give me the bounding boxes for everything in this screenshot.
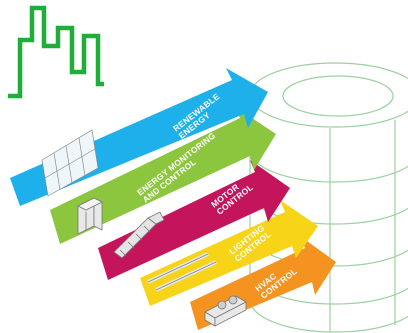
city-skyline-icon — [8, 5, 104, 99]
motor-conveyor-icon — [113, 211, 165, 259]
solar-panel-icon — [41, 129, 99, 197]
renewable-arrow: RENEWABLE ENERGY — [10, 68, 268, 206]
hvac-fan-unit-icon — [204, 295, 247, 327]
lighting-tubes-icon — [147, 252, 217, 292]
control-cabinet-icon — [77, 197, 103, 235]
motor-arrow: MOTOR CONTROL — [98, 160, 290, 280]
